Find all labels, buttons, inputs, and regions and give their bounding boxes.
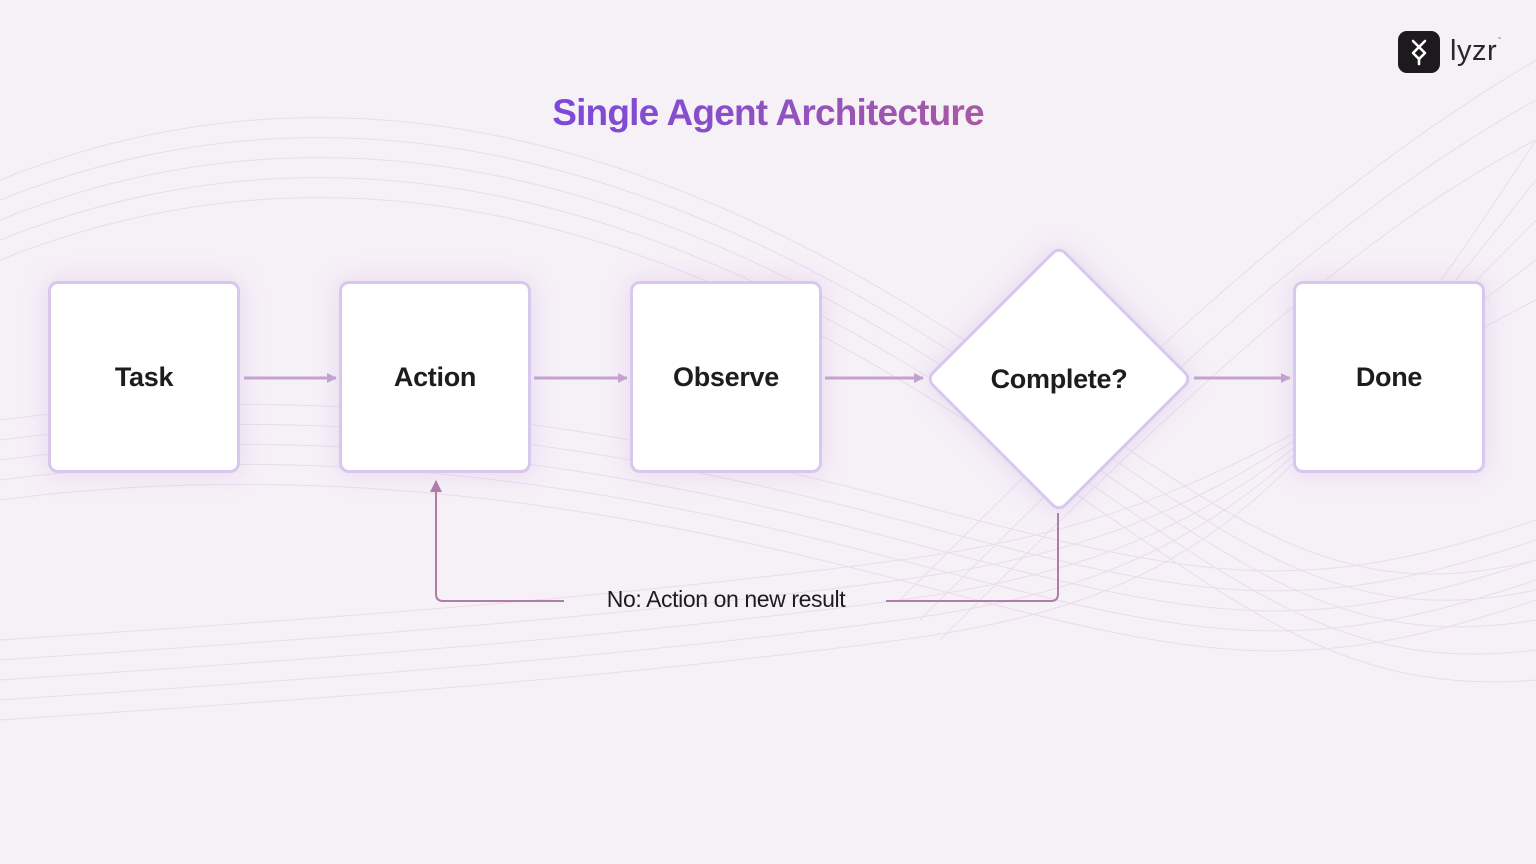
brand-name: lyzr bbox=[1450, 34, 1498, 67]
node-action: Action bbox=[339, 281, 531, 473]
brand-trademark: ° bbox=[1498, 36, 1501, 44]
node-observe: Observe bbox=[630, 281, 822, 473]
arrow-complete-loop-to-action bbox=[430, 480, 1059, 602]
node-task: Task bbox=[48, 281, 240, 473]
node-label: Done bbox=[1355, 361, 1423, 392]
page-title: Single Agent Architecture bbox=[552, 92, 984, 133]
node-done: Done bbox=[1293, 281, 1485, 473]
brand-logo: lyzr ° bbox=[1398, 31, 1501, 73]
node-label: Task bbox=[114, 361, 174, 392]
node-complete-decision: Complete? bbox=[924, 244, 1194, 514]
node-label: Complete? bbox=[990, 363, 1128, 394]
node-label: Observe bbox=[673, 361, 779, 392]
node-label: Action bbox=[393, 361, 477, 392]
loop-edge-label: No: Action on new result bbox=[606, 586, 846, 612]
lyzr-logo-icon bbox=[1398, 31, 1440, 73]
